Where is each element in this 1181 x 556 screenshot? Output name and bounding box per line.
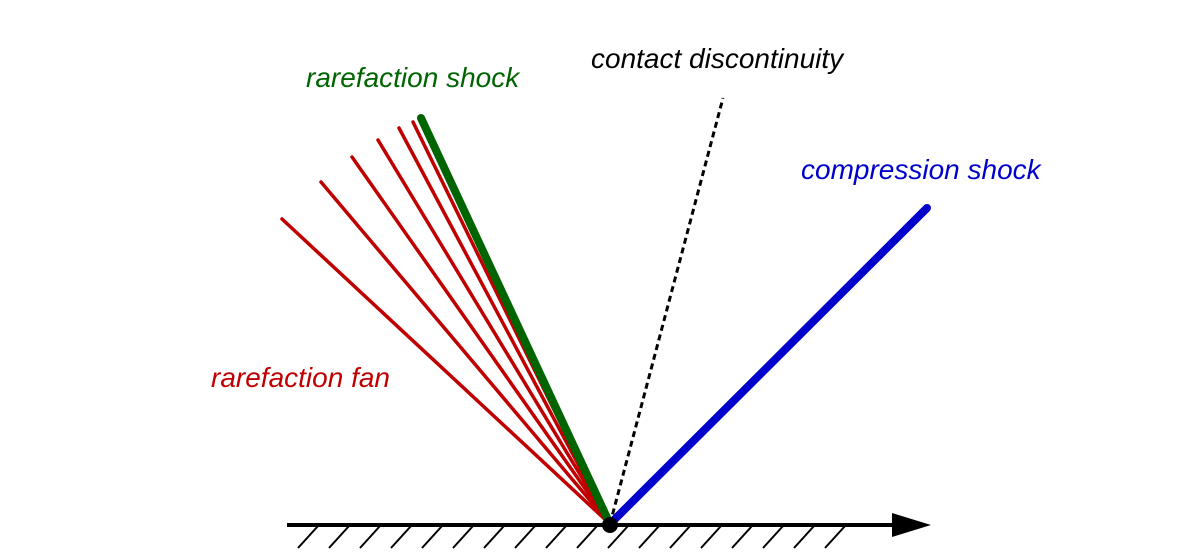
fan-line [350,155,612,526]
contact-discontinuity-label: contact discontinuity [591,43,844,74]
fan-line [397,126,612,526]
rarefaction-fan-label: rarefaction fan [211,362,390,393]
wall-hatching [297,525,846,549]
rarefaction-fan-lines [280,120,612,526]
rarefaction-shock-line [417,114,614,528]
compression-shock-label: compression shock [801,154,1041,185]
axis-arrowhead [892,513,931,537]
fan-line [376,138,612,526]
contact-discontinuity-line [608,97,725,525]
rarefaction-shock-label: rarefaction shock [306,62,520,93]
compression-shock-line [606,204,931,528]
origin-point [602,517,618,533]
fan-line [319,180,612,526]
fan-line [280,217,612,526]
